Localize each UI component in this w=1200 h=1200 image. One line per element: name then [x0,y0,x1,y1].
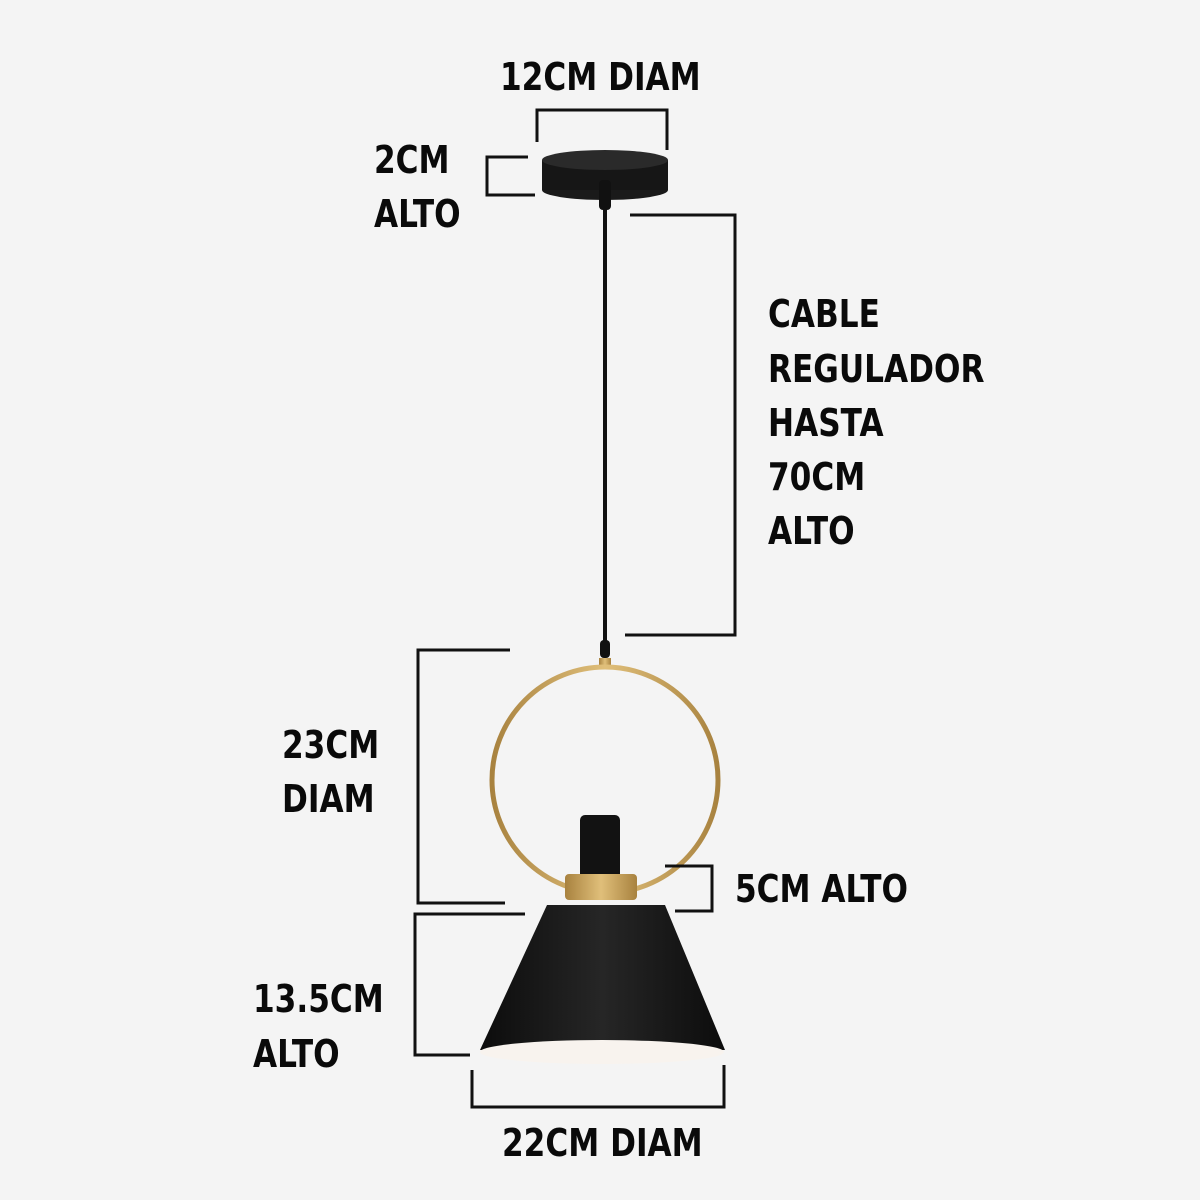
shade [480,905,725,1050]
dimension-lines [413,108,737,1109]
brass-collar [565,874,637,900]
cable-label-4: 70CM [768,455,866,499]
shade-diameter-label: 22CM DIAM [502,1121,703,1165]
ring-label-2: DIAM [282,777,375,821]
cable-label-1: CABLE [768,292,880,336]
canopy-height-label-1: 2CM [374,138,450,182]
cable-label-5: ALTO [768,509,855,553]
canopy [542,150,668,210]
cable-label-3: HASTA [768,401,884,445]
shade-height-label-2: ALTO [253,1032,340,1076]
collar-height-label: 5CM ALTO [735,867,908,911]
canopy-diameter-label: 12CM DIAM [500,55,701,99]
cable-label-2: REGULADOR [768,347,985,391]
ring-label-1: 23CM [282,723,380,767]
canopy-height-label-2: ALTO [374,192,461,236]
socket [580,815,620,880]
shade-height-label-1: 13.5CM [253,977,384,1021]
